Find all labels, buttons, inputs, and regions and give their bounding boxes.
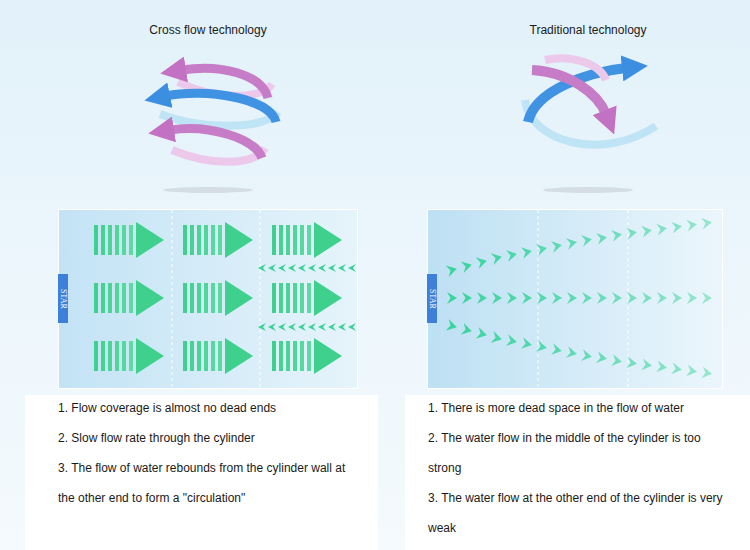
dashed-divider — [172, 210, 173, 388]
swirl-arrow — [528, 68, 626, 122]
flow-arrow — [94, 280, 164, 316]
flow-arrow — [183, 222, 253, 258]
flow-arrow — [183, 338, 253, 374]
shadow — [163, 187, 253, 193]
flow-arrow — [183, 280, 253, 316]
brand-text: STAR — [427, 289, 437, 309]
column-heading: Cross flow technology — [108, 22, 308, 38]
flow-arrow — [272, 222, 342, 258]
note-item: 2. Slow flow rate through the cylinder — [58, 423, 354, 453]
brand-tab: STAR — [58, 274, 68, 323]
flow-row — [452, 326, 707, 373]
dashed-divider — [628, 210, 629, 388]
note-item: 1. Flow coverage is almost no dead ends — [58, 393, 354, 423]
brand-tab: STAR — [427, 274, 437, 323]
traditional-swirl — [525, 58, 656, 144]
note-item: 2. The water flow in the middle of the c… — [428, 423, 728, 483]
flow-arrow — [94, 222, 164, 258]
flow-arrow — [272, 338, 342, 374]
note-item: 1. There is more dead space in the flow … — [428, 393, 728, 423]
cylinder — [59, 210, 358, 389]
flow-chevrons — [452, 223, 707, 373]
brand-text: STAR — [58, 289, 68, 309]
dashed-divider — [538, 210, 539, 388]
return-flow — [262, 268, 352, 269]
swirl-arrow — [170, 129, 262, 158]
column-heading: Traditional technology — [488, 22, 688, 38]
text-panel — [25, 395, 378, 550]
flow-arrow — [272, 280, 342, 316]
dashed-divider — [260, 210, 261, 388]
cylinder — [428, 210, 723, 389]
return-flow — [262, 327, 352, 328]
text-panel — [405, 395, 750, 550]
swirl-back — [160, 112, 278, 126]
flow-row — [452, 298, 707, 299]
note-item: 3. The flow of water rebounds from the c… — [58, 453, 354, 513]
flow-row — [452, 223, 707, 270]
swirl-arrow — [166, 93, 276, 122]
flow-arrow — [94, 338, 164, 374]
swirl-arrow — [532, 70, 606, 114]
swirl-back — [525, 100, 656, 145]
cross-flow-swirl — [160, 68, 278, 161]
note-item: 3. The water flow at the other end of th… — [428, 483, 728, 543]
shadow — [543, 187, 633, 193]
